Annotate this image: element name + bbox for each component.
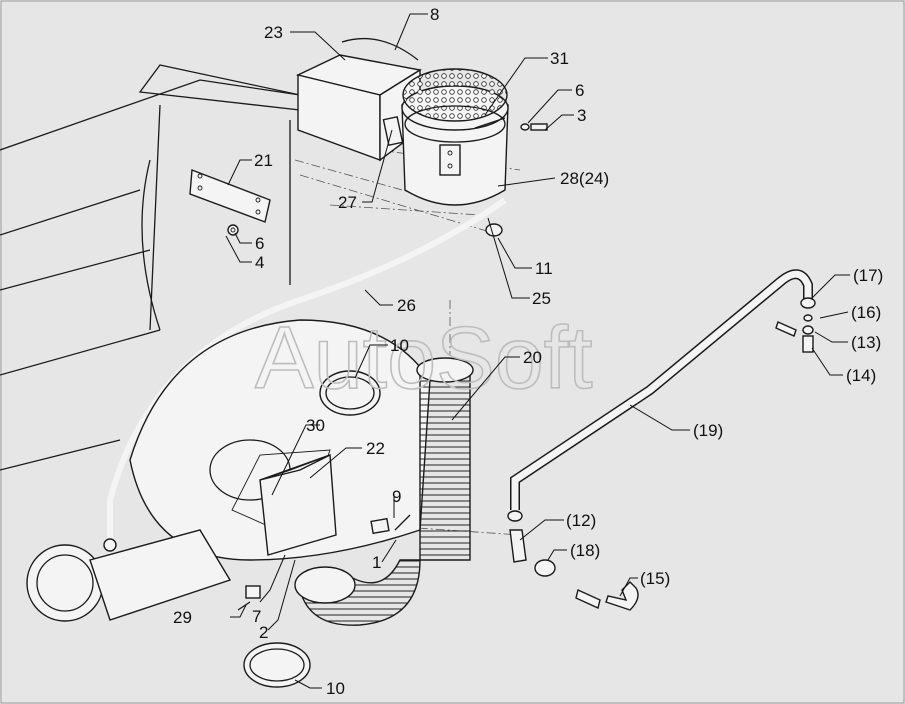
callout-11: 11 xyxy=(535,259,553,278)
callout-27: 27 xyxy=(338,193,357,212)
callout-13: (13) xyxy=(851,333,881,352)
callout-22: 22 xyxy=(366,439,385,458)
leader-lines xyxy=(225,13,850,689)
perforated-cap-31 xyxy=(402,68,508,122)
callout-2: 2 xyxy=(259,623,268,642)
pipe-19 xyxy=(510,269,813,510)
callout-14: (14) xyxy=(846,366,876,385)
watermark: AutoSoft xyxy=(255,308,593,407)
fittings-upper xyxy=(775,297,816,353)
callout-9: 9 xyxy=(392,487,401,506)
callout-6b: 6 xyxy=(255,234,264,253)
callout-3: 3 xyxy=(577,106,586,125)
callout-29: 29 xyxy=(173,608,192,627)
small-hardware xyxy=(237,514,411,611)
callout-31: 31 xyxy=(550,49,569,68)
callout-7: 7 xyxy=(252,607,261,626)
hose-clamp-10-upper xyxy=(319,370,381,416)
callout-12: (12) xyxy=(566,511,596,530)
callout-21: 21 xyxy=(254,151,273,170)
callout-4: 4 xyxy=(255,253,264,272)
callout-10-upper: 10 xyxy=(390,336,409,355)
callout-20: 20 xyxy=(523,348,542,367)
callout-28-24: 28(24) xyxy=(560,169,609,188)
callout-25: 25 xyxy=(532,289,551,308)
callout-10-lower: 10 xyxy=(326,679,345,698)
callout-30: 30 xyxy=(306,416,325,435)
upper-housing-23 xyxy=(295,37,422,162)
callout-19: (19) xyxy=(693,421,723,440)
callout-1: 1 xyxy=(372,553,381,572)
callout-15: (15) xyxy=(640,569,670,588)
mounting-plate-21 xyxy=(189,169,271,236)
callout-labels: 23 8 31 6 3 28(24) 21 6 4 27 11 25 26 (1… xyxy=(173,5,883,698)
callout-16: (16) xyxy=(851,303,881,322)
hose-clamp-10-lower xyxy=(243,642,311,688)
callout-8: 8 xyxy=(430,5,439,24)
callout-23: 23 xyxy=(264,23,283,42)
callout-17: (17) xyxy=(853,266,883,285)
filter-canister-28 xyxy=(401,68,548,206)
callout-6a: 6 xyxy=(575,81,584,100)
callout-26: 26 xyxy=(397,296,416,315)
flexible-hose-20 xyxy=(294,357,474,626)
callout-18: (18) xyxy=(570,541,600,560)
hose-26 xyxy=(107,197,507,550)
